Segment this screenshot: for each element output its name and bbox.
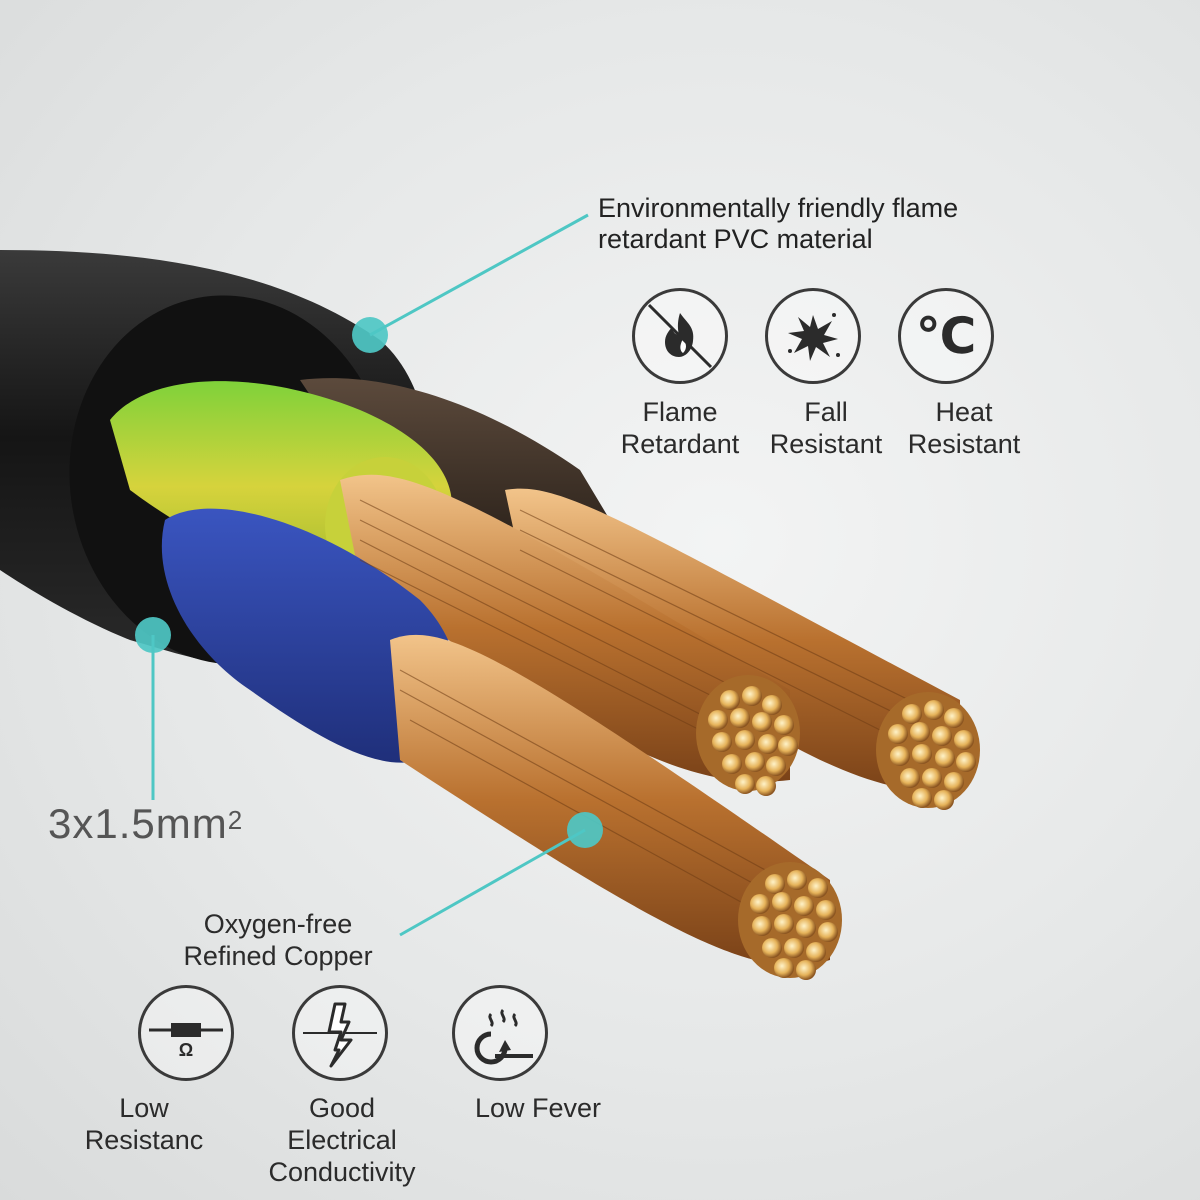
callout-dot-copper bbox=[567, 812, 603, 848]
fall-resistant-icon bbox=[765, 288, 861, 384]
callout-dot-size bbox=[135, 617, 171, 653]
strand-end-brown bbox=[876, 692, 980, 810]
heat-resistant-icon: ℃ bbox=[898, 288, 994, 384]
low-fever-label: Low Fever bbox=[474, 1093, 602, 1123]
flame-retardant-icon bbox=[632, 288, 728, 384]
strand-end-yg bbox=[696, 675, 800, 796]
lightning-icon bbox=[292, 985, 388, 1081]
callout-dot-pvc bbox=[352, 317, 388, 353]
pvc-material-label: Environmentally friendly flame retardant… bbox=[598, 193, 959, 254]
copper-label: Oxygen-free Refined Copper bbox=[183, 909, 373, 971]
brown-copper bbox=[505, 488, 960, 792]
ohm-symbol: Ω bbox=[178, 1040, 194, 1060]
resistor-icon: Ω bbox=[138, 985, 234, 1081]
yg-copper bbox=[340, 474, 790, 782]
blue-copper bbox=[390, 634, 830, 966]
blue-wire bbox=[161, 508, 459, 763]
callout-line-pvc bbox=[369, 213, 589, 337]
celsius-symbol: ℃ bbox=[915, 308, 977, 364]
callout-line-copper bbox=[399, 828, 586, 937]
strand-end-blue bbox=[738, 862, 842, 980]
heat-wave-icon bbox=[452, 985, 548, 1081]
cross-section-label: 3x1.5mm2 bbox=[48, 800, 244, 847]
